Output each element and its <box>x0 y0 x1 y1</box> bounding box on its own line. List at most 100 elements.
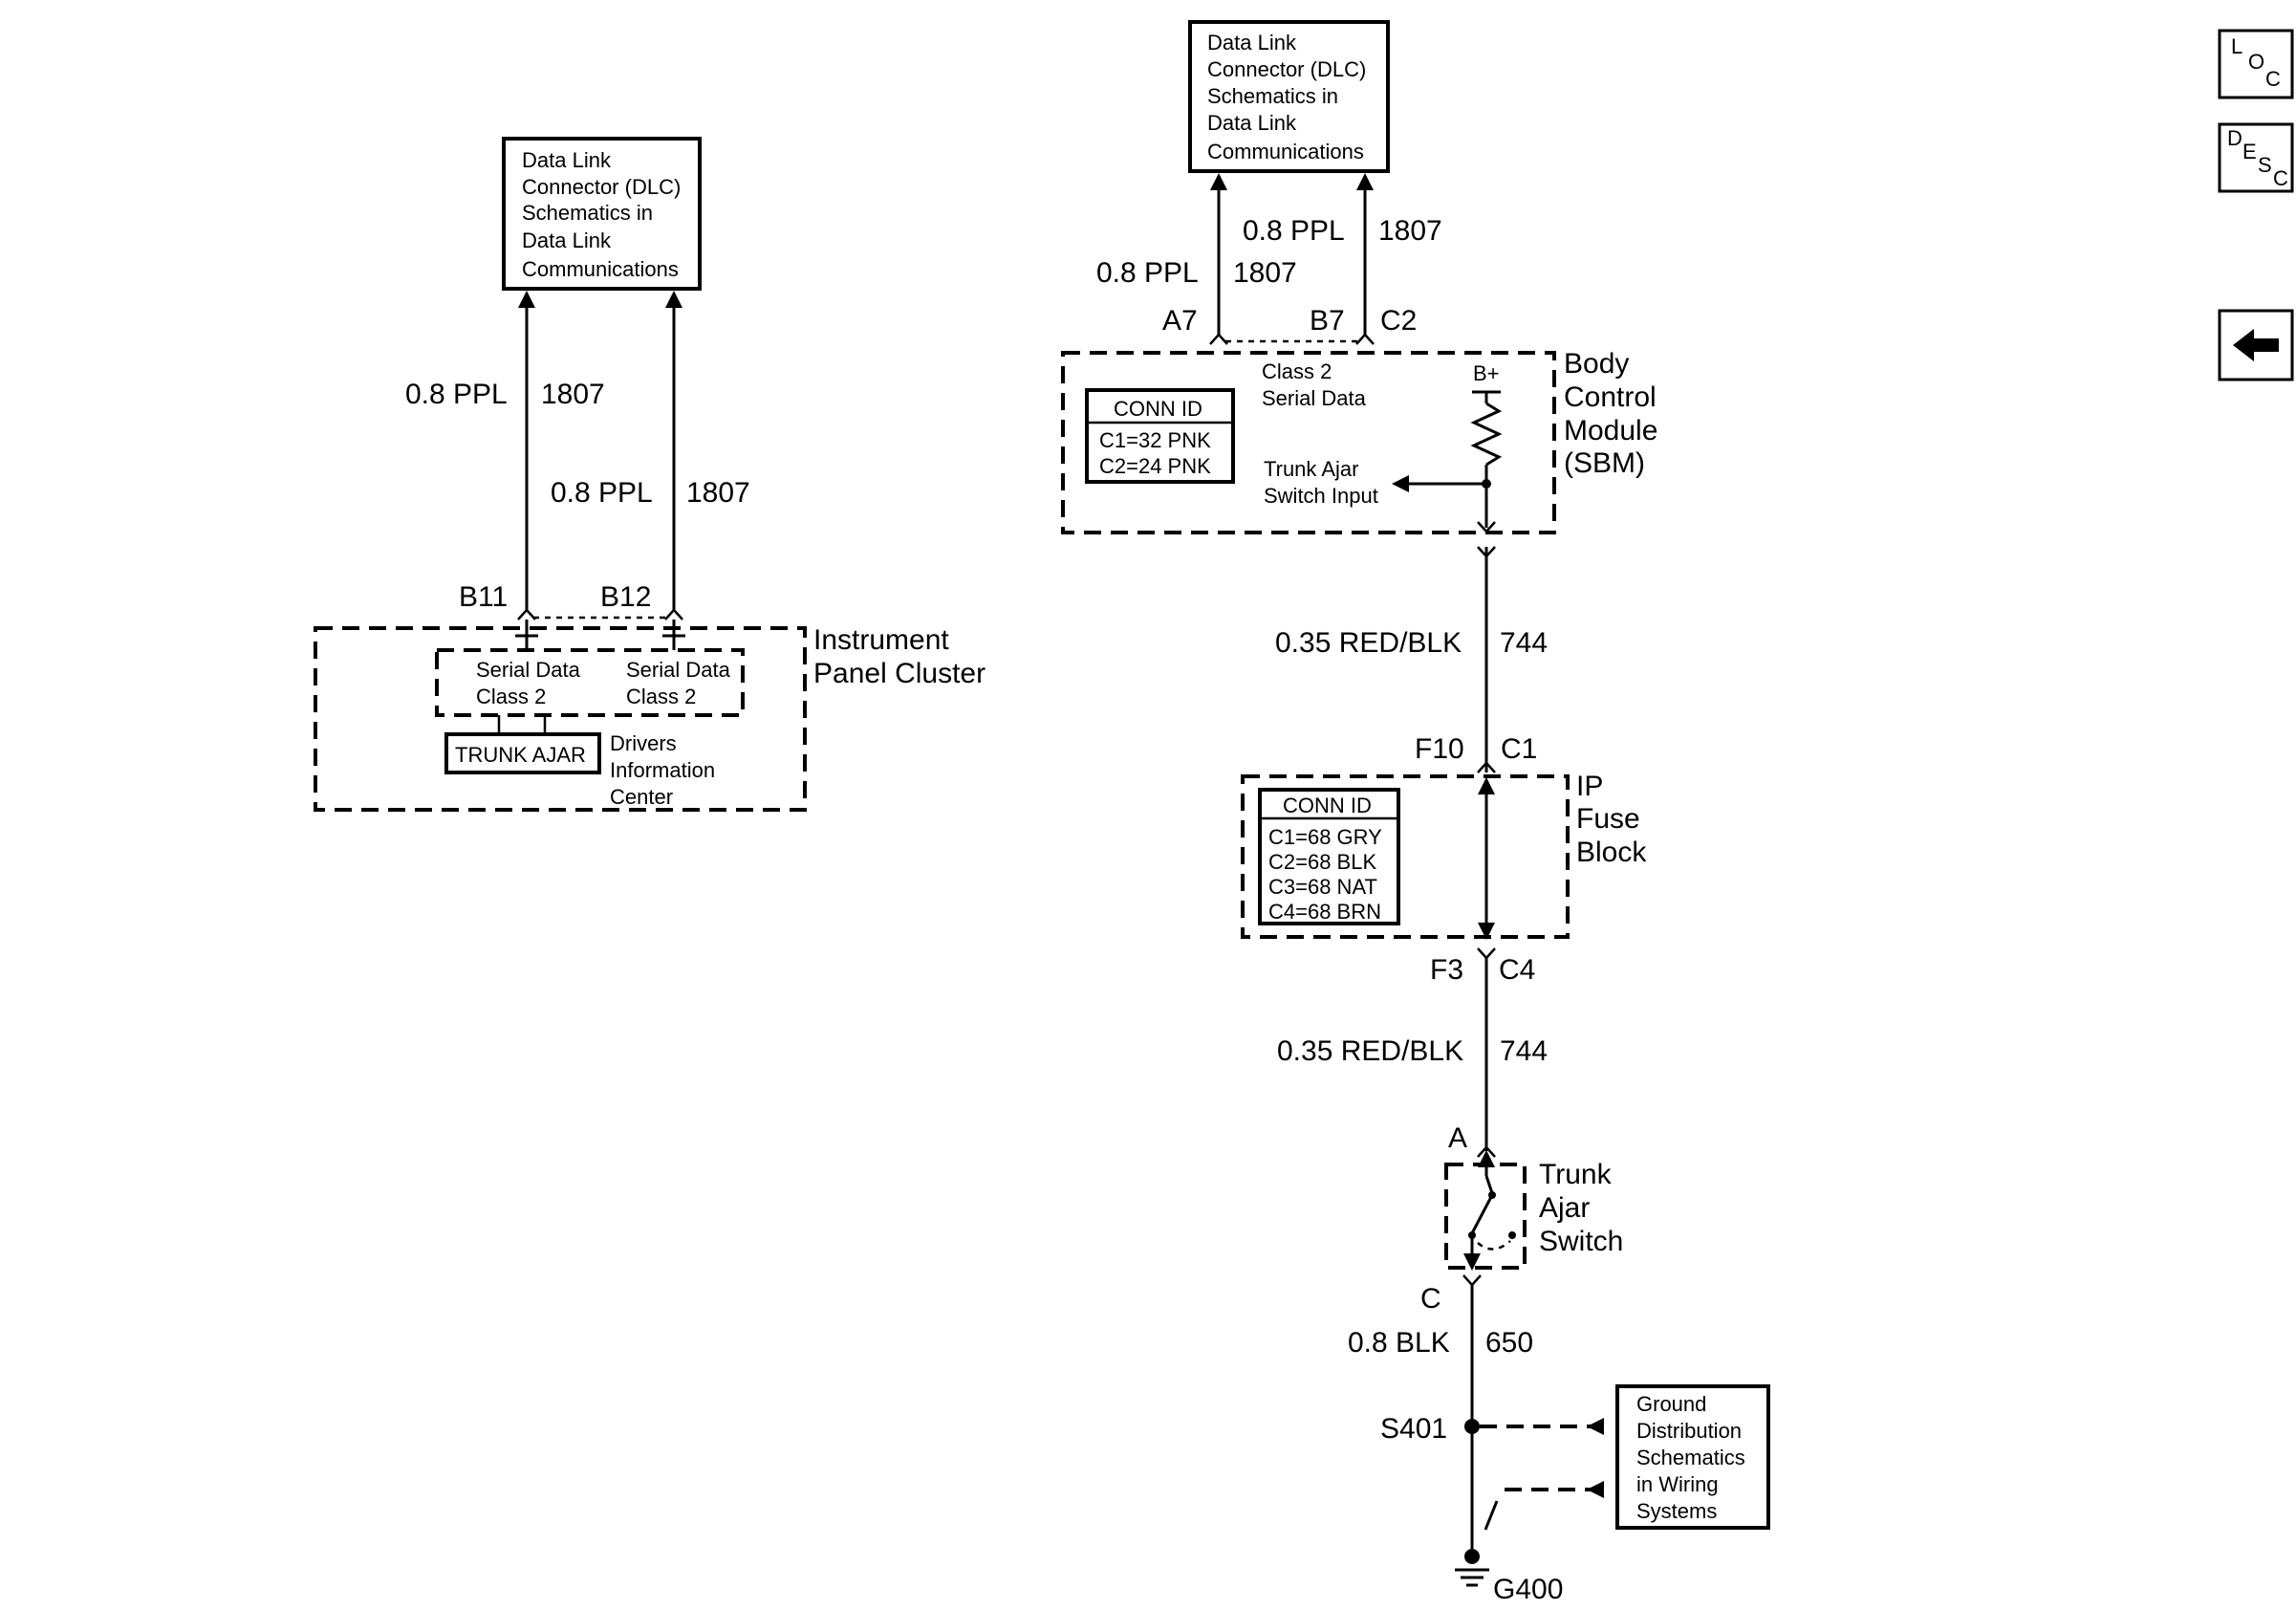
connector-chevron <box>1477 521 1496 533</box>
trunk-ajar-switch-outline <box>1444 1163 1527 1270</box>
serial-data-label: Class 2 <box>1262 359 1332 383</box>
ipc-section: Data Link Connector (DLC) Schematics in … <box>314 137 986 812</box>
module-name: Module <box>1564 415 1657 446</box>
wire-gauge-label: 0.8 PPL <box>1096 257 1199 289</box>
wire-circuit-label: 744 <box>1500 627 1548 659</box>
switch-contact <box>1508 1231 1516 1239</box>
ground-distribution-reference-box[interactable]: Ground Distribution Schematics in Wiring… <box>1615 1384 1770 1530</box>
dlc-reference-box-left[interactable]: Data Link Connector (DLC) Schematics in … <box>502 137 702 291</box>
pin-label: A7 <box>1162 305 1198 337</box>
ground-reference-link <box>1484 1500 1499 1531</box>
splice-dot <box>1464 1419 1480 1434</box>
switch-lead <box>1484 1175 1494 1194</box>
desc-letter: D <box>2227 126 2242 150</box>
fuse-conn-id-box <box>1258 788 1400 925</box>
pin-label: B11 <box>459 581 508 613</box>
conn-id-title: CONN ID <box>1283 794 1372 817</box>
desc-letter: S <box>2258 153 2272 177</box>
connector-label: C1 <box>1501 733 1537 765</box>
dlc-reference-box-right[interactable]: Data Link Connector (DLC) Schematics in … <box>1188 20 1390 173</box>
body-control-module-outline <box>1061 351 1556 534</box>
dic-label: Center <box>610 785 673 809</box>
dic-label: Drivers <box>610 731 677 755</box>
wire-gauge-label: 0.35 RED/BLK <box>1275 627 1462 659</box>
connector-chevron <box>1477 947 1496 960</box>
loc-letter: C <box>2265 67 2281 91</box>
wire-gauge-label: 0.8 PPL <box>405 379 508 410</box>
dlc-label-line: Data Link <box>1207 31 1297 54</box>
connector-chevron <box>1209 333 1228 345</box>
left-arrow-icon <box>2233 329 2279 361</box>
b-plus-label: B+ <box>1473 361 1500 385</box>
input-label: Switch Input <box>1264 484 1378 508</box>
connector-chevron <box>1462 1274 1482 1287</box>
conn-id-title: CONN ID <box>1114 397 1202 421</box>
loc-button[interactable]: L O C <box>2218 29 2294 99</box>
pin-label: B7 <box>1310 305 1345 337</box>
wire-circuit-label: 744 <box>1500 1035 1548 1067</box>
connector-chevron <box>1477 761 1496 773</box>
conn-id-entry: C2=68 BLK <box>1268 850 1376 874</box>
fuse-block-name: Block <box>1576 837 1647 868</box>
loc-letter: L <box>2231 34 2242 58</box>
switch-name: Trunk <box>1539 1159 1613 1190</box>
connector-label: C2 <box>1380 305 1417 337</box>
ip-fuse-block-outline <box>1241 774 1570 939</box>
connector-chevron <box>664 608 683 620</box>
dlc-label-line: Data Link <box>1207 111 1297 135</box>
loc-letter: O <box>2248 50 2264 74</box>
trunk-ajar-display <box>444 732 601 774</box>
back-button[interactable] <box>2218 309 2294 381</box>
pin-label: B12 <box>600 581 651 613</box>
connector-chevron <box>517 608 536 620</box>
pin-label: A <box>1448 1122 1467 1154</box>
ground-box-label: in Wiring <box>1636 1472 1719 1496</box>
conn-id-entry: C4=68 BRN <box>1268 900 1381 924</box>
conn-id-entry: C2=24 PNK <box>1099 454 1211 478</box>
pin-label: C <box>1420 1283 1441 1315</box>
dic-label: Information <box>610 758 715 782</box>
splice-label: S401 <box>1380 1413 1447 1445</box>
conn-id-entry: C1=68 GRY <box>1268 825 1382 849</box>
module-name: Panel Cluster <box>813 658 986 689</box>
reference-arrow <box>1587 1481 1604 1498</box>
ground-box-label: Ground <box>1636 1392 1706 1416</box>
dlc-label-line: Data Link <box>522 228 612 252</box>
dlc-label-line: Communications <box>522 257 679 281</box>
connector-label: C4 <box>1499 954 1535 986</box>
dlc-label-line: Schematics in <box>1207 84 1338 108</box>
bcm-conn-id-box <box>1085 388 1235 484</box>
wire-gauge-label: 0.8 PPL <box>551 477 653 509</box>
connector-chevron <box>1355 333 1375 345</box>
input-label: Trunk Ajar <box>1264 457 1358 481</box>
desc-letter: E <box>2242 140 2257 163</box>
pin-label: F10 <box>1415 733 1464 765</box>
desc-letter: C <box>2273 166 2288 190</box>
conn-id-entry: C1=32 PNK <box>1099 428 1211 452</box>
connector-chevron <box>1477 1145 1496 1158</box>
serial-data-label: Class 2 <box>476 685 546 708</box>
switch-mechanical-link <box>1477 1240 1511 1251</box>
wire-gauge-label: 0.35 RED/BLK <box>1277 1035 1463 1067</box>
ground-box-label: Schematics <box>1636 1446 1745 1469</box>
switch-name: Switch <box>1539 1226 1623 1257</box>
ground-box-label: Systems <box>1636 1499 1717 1523</box>
pin-label: F3 <box>1430 954 1463 986</box>
dlc-label-line: Communications <box>1207 140 1364 163</box>
bcm-section: Data Link Connector (DLC) Schematics in … <box>1061 20 1770 1605</box>
ground-box-label: Distribution <box>1636 1419 1742 1443</box>
serial-data-label: Serial Data <box>626 658 731 682</box>
serial-data-module-outline <box>435 648 745 717</box>
fuse-block-name: Fuse <box>1576 803 1640 835</box>
dlc-label-line: Connector (DLC) <box>522 175 681 199</box>
wire-circuit-label: 1807 <box>1233 257 1297 289</box>
ground-symbol <box>1455 1549 1489 1587</box>
fuse-block-name: IP <box>1576 771 1603 802</box>
instrument-panel-cluster-outline <box>314 626 807 812</box>
module-name: Instrument <box>813 624 949 656</box>
dlc-label-line: Schematics in <box>522 201 653 225</box>
wire-circuit-label: 1807 <box>686 477 750 509</box>
reference-arrow <box>1587 1418 1604 1435</box>
desc-button[interactable]: D E S C <box>2218 122 2294 193</box>
